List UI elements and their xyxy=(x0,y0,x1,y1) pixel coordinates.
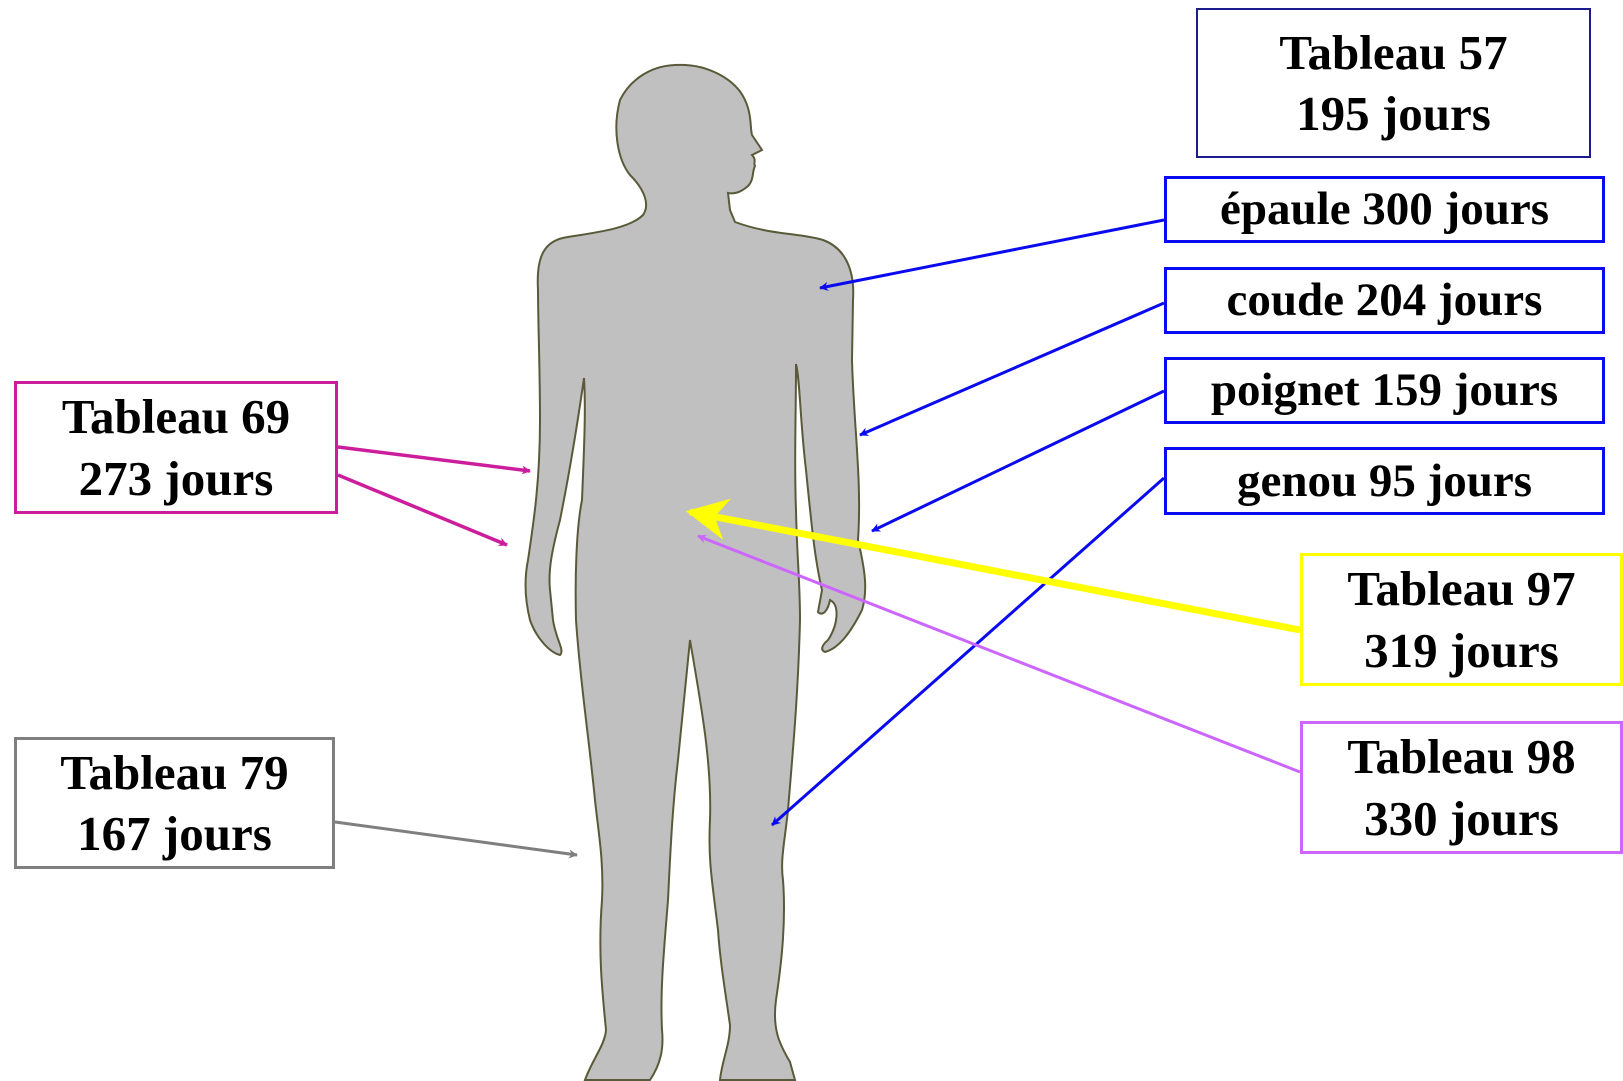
tableau-98-box: Tableau 98 330 jours xyxy=(1300,721,1623,854)
tableau-97-days: 319 jours xyxy=(1364,620,1559,681)
tableau-57-title: Tableau 57 xyxy=(1279,22,1507,83)
tableau-69-box: Tableau 69 273 jours xyxy=(14,381,338,514)
epaule-box: épaule 300 jours xyxy=(1164,176,1605,243)
arrow-tableau69-lower xyxy=(338,475,507,545)
tableau-98-days: 330 jours xyxy=(1364,788,1559,849)
tableau-79-box: Tableau 79 167 jours xyxy=(14,737,335,869)
coude-box: coude 204 jours xyxy=(1164,267,1605,334)
human-silhouette xyxy=(526,65,866,1080)
coude-label: coude 204 jours xyxy=(1227,271,1543,330)
tableau-97-title: Tableau 97 xyxy=(1347,558,1575,619)
genou-label: genou 95 jours xyxy=(1237,452,1532,511)
epaule-label: épaule 300 jours xyxy=(1220,180,1549,239)
tableau-69-days: 273 jours xyxy=(79,448,274,509)
tableau-69-title: Tableau 69 xyxy=(62,386,290,447)
genou-box: genou 95 jours xyxy=(1164,447,1605,515)
tableau-98-title: Tableau 98 xyxy=(1347,726,1575,787)
arrow-tableau79 xyxy=(335,822,577,855)
arrow-coude xyxy=(860,303,1164,435)
poignet-label: poignet 159 jours xyxy=(1211,361,1558,420)
tableau-79-days: 167 jours xyxy=(77,803,272,864)
tableau-97-box: Tableau 97 319 jours xyxy=(1300,553,1623,686)
arrow-epaule xyxy=(820,220,1164,288)
tableau-79-title: Tableau 79 xyxy=(60,742,288,803)
poignet-box: poignet 159 jours xyxy=(1164,357,1605,424)
arrow-tableau69-upper xyxy=(338,447,530,471)
tableau-57-box: Tableau 57 195 jours xyxy=(1196,8,1591,158)
tableau-57-days: 195 jours xyxy=(1296,83,1491,144)
